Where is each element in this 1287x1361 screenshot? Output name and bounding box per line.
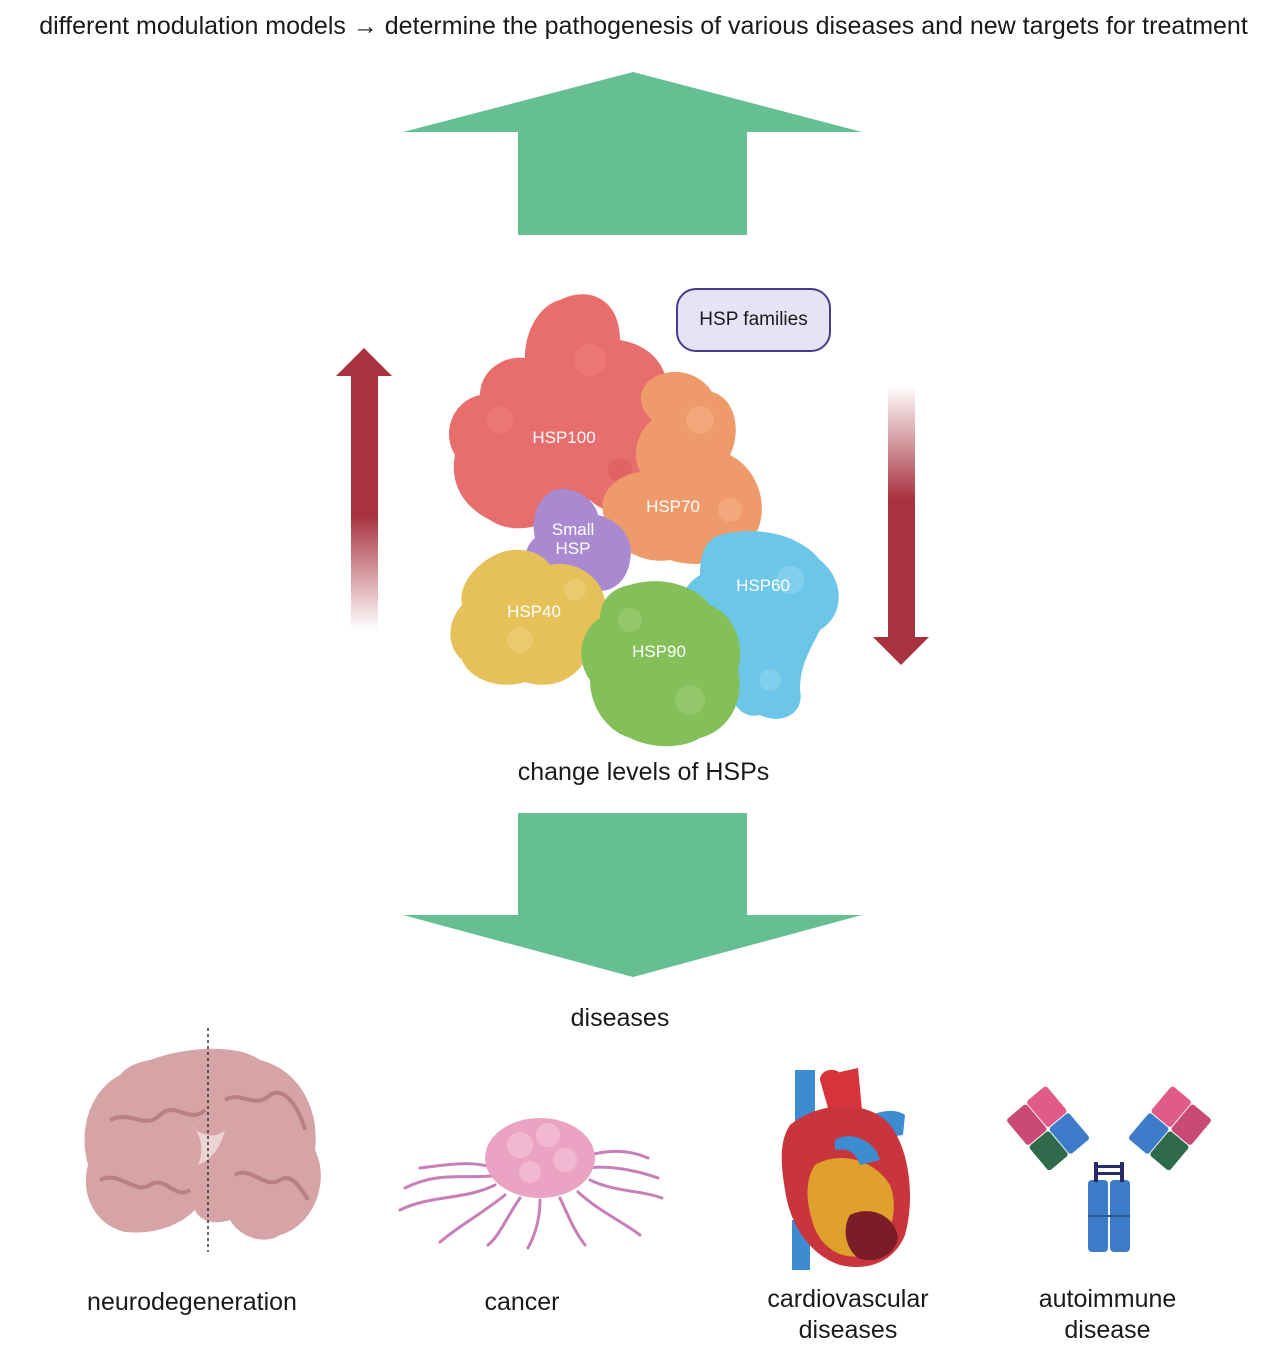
hsp40-blob [450,549,609,685]
decrease-arrow [873,385,929,665]
hsp100-label: HSP100 [532,428,595,447]
hsp70-label: HSP70 [646,497,700,516]
hsp60-label: HSP60 [736,576,790,595]
neurodegeneration-label: neurodegeneration [87,1288,297,1316]
cancer-label: cancer [484,1288,560,1316]
autoimmune-label: autoimmune disease [1038,1285,1177,1344]
down-green-arrow [403,813,862,977]
hsp90-label: HSP90 [632,642,686,661]
hsp-levels-caption: change levels of HSPs [517,758,770,786]
diseases-caption: diseases [570,1004,670,1032]
hsp70-blob [602,371,762,564]
tumor-icon [398,1118,664,1250]
up-green-arrow [403,72,862,235]
cardiovascular-label: cardiovascular diseases [767,1285,929,1344]
hsp100-blob [449,294,681,529]
heart-icon [781,1068,910,1270]
brain-icon [84,1028,321,1252]
top-caption: different modulation models → determine … [39,12,1248,40]
hsp90-blob [581,581,741,747]
hsp-families-legend: HSP families [676,288,831,352]
antibody-icon [1007,1086,1211,1252]
hsp40-label: HSP40 [507,602,561,621]
increase-arrow [336,348,392,630]
